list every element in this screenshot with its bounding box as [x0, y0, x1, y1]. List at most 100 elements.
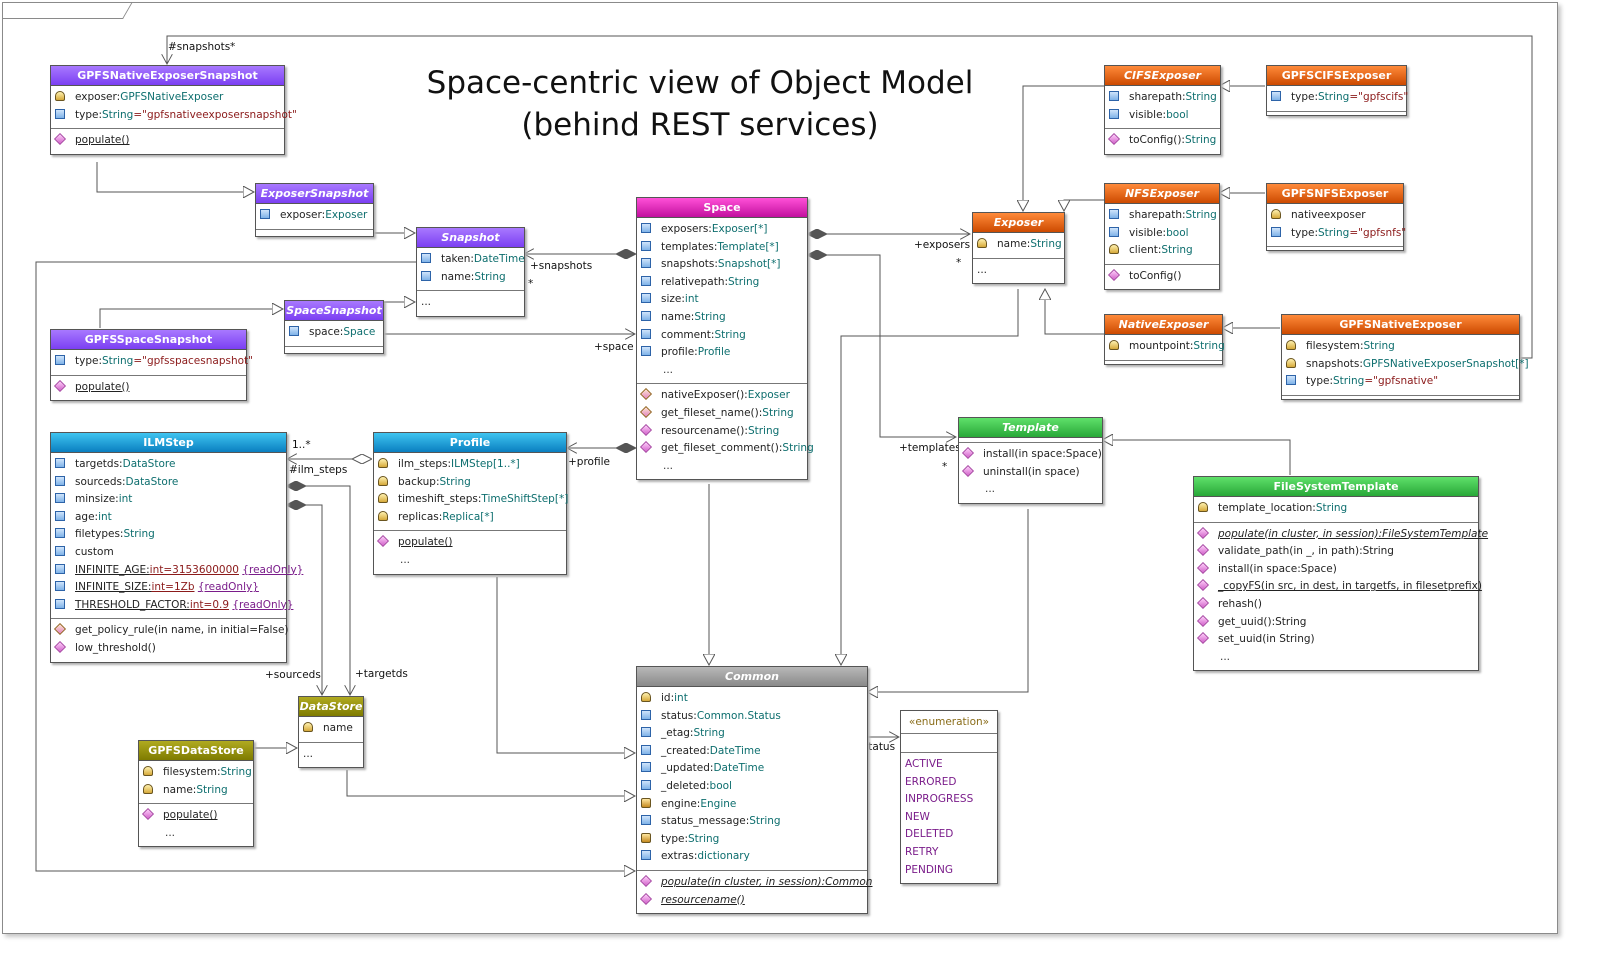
- enum-common-status[interactable]: «enumeration» ACTIVE ERRORED INPROGRESS …: [900, 710, 998, 885]
- attr-row: id:int: [637, 690, 867, 708]
- attribute-icon: [421, 253, 431, 263]
- gen-nfs-exposer: [1064, 199, 1104, 211]
- attr-row: filetypes:String: [51, 526, 286, 544]
- attribute-icon: [1271, 226, 1281, 237]
- attr-row: templates:Template[*]: [637, 239, 807, 257]
- class-common[interactable]: Common id:int status:Common.Status _etag…: [636, 666, 872, 915]
- op-row: set_uuid(in String): [1194, 631, 1478, 649]
- class-gpfsdatastore[interactable]: GPFSDataStore filesystem:String name:Str…: [138, 740, 254, 848]
- attr-row: _etag:String: [637, 725, 867, 743]
- attribute-icon: [55, 545, 65, 556]
- operations: populate(): [51, 129, 284, 154]
- gen-cifs-exposer: [1023, 85, 1104, 211]
- attr-row: status_message:String: [637, 813, 867, 831]
- attributes: type:String="gpfsspacesnapshot": [51, 350, 253, 376]
- key-icon: [1286, 340, 1296, 350]
- label-ilm-role: #ilm_steps: [289, 464, 348, 476]
- title-line-1: Space-centric view of Object Model: [426, 65, 974, 101]
- attr-row: _updated:DateTime: [637, 760, 867, 778]
- class-exposer[interactable]: Exposer name:String ...: [972, 212, 1065, 285]
- operation-icon: [1196, 632, 1210, 645]
- class-gpfsnfsexposer[interactable]: GPFSNFSExposer nativeexposer type:String…: [1266, 183, 1406, 252]
- ellipsis: ...: [663, 459, 674, 472]
- class-header: GPFSNativeExposer: [1282, 315, 1519, 335]
- key-icon: [378, 458, 388, 468]
- attribute-icon: [641, 310, 651, 321]
- class-nfsexposer[interactable]: NFSExposer sharepath:String visible:bool…: [1104, 183, 1220, 291]
- attribute-icon: [641, 258, 651, 269]
- op-row: populate(): [51, 379, 246, 397]
- class-header: Space: [637, 198, 807, 218]
- attribute-icon: [55, 581, 65, 592]
- attr-row: comment:String: [637, 327, 807, 345]
- class-template[interactable]: Template install(in space:Space) uninsta…: [958, 417, 1103, 504]
- operation-icon: [961, 446, 975, 460]
- attr-row: client:String: [1105, 242, 1219, 260]
- class-filesystemtemplate[interactable]: FileSystemTemplate template_location:Str…: [1193, 476, 1488, 672]
- class-header: SpaceSnapshot: [285, 301, 383, 321]
- enum-stereotype: «enumeration»: [908, 716, 990, 728]
- attribute-icon: [1271, 91, 1281, 101]
- attr-row: type:String="gpfscifs": [1267, 89, 1408, 107]
- op-row: populate(in cluster, in session):FileSys…: [1194, 526, 1488, 544]
- enum-literal: NEW: [905, 810, 930, 823]
- class-gpfsnativeexposersnapshot[interactable]: GPFSNativeExposerSnapshot exposer:GPFSNa…: [50, 65, 297, 155]
- attr-row: age:int: [51, 509, 286, 527]
- static-attr-row: THRESHOLD_FACTOR:int=0.9 {readOnly}: [51, 597, 293, 615]
- class-cifsexposer[interactable]: CIFSExposer sharepath:String visible:boo…: [1104, 65, 1221, 155]
- attributes: type:String="gpfscifs": [1267, 86, 1408, 112]
- enum-literal: RETRY: [905, 845, 939, 858]
- enum-literal: INPROGRESS: [905, 793, 974, 806]
- class-space[interactable]: Space exposers:Exposer[*] templates:Temp…: [636, 197, 814, 481]
- attribute-icon: [55, 528, 65, 539]
- ellipsis: ...: [977, 263, 988, 276]
- label-snapshots-role: +snapshots: [530, 260, 593, 272]
- class-header: Common: [637, 667, 867, 687]
- class-datastore[interactable]: DataStore name ...: [298, 696, 364, 769]
- class-nativeexposer[interactable]: NativeExposer mountpoint:String: [1104, 314, 1225, 365]
- operation-icon: [141, 808, 155, 821]
- attr-row: name:String: [637, 309, 807, 327]
- key-icon: [378, 510, 388, 521]
- class-header: ExposerSnapshot: [256, 184, 373, 204]
- operation-icon: [1196, 614, 1210, 627]
- enum-literal: DELETED: [905, 828, 954, 841]
- attr-row: sharepath:String: [1105, 207, 1219, 225]
- attr-row: space:Space: [285, 324, 383, 342]
- attributes: exposer:GPFSNativeExposer type:String="g…: [51, 86, 297, 130]
- class-profile[interactable]: Profile ilm_steps:ILMStep[1..*] backup:S…: [373, 432, 568, 575]
- attributes: filesystem:String snapshots:GPFSNativeEx…: [1282, 335, 1529, 396]
- diagram-title: Space-centric view of Object Model (behi…: [400, 62, 1000, 146]
- op-row: _copyFS(in src, in dest, in targetfs, in…: [1194, 578, 1482, 596]
- operation-icon: [639, 388, 653, 401]
- attribute-icon: [55, 510, 65, 521]
- operation-icon: [1107, 268, 1121, 281]
- label-star: *: [230, 41, 236, 53]
- attr-row: name: [299, 720, 363, 738]
- operation-icon: [639, 892, 653, 905]
- class-ilmstep[interactable]: ILMStep targetds:DataStore sourceds:Data…: [50, 432, 303, 663]
- attribute-icon: [1109, 209, 1119, 219]
- attribute-icon: [55, 458, 65, 468]
- attribute-icon: [641, 762, 651, 773]
- class-gpfsspacesnapshot[interactable]: GPFSSpaceSnapshot type:String="gpfsspace…: [50, 329, 253, 402]
- class-gpfsnativeexposer[interactable]: GPFSNativeExposer filesystem:String snap…: [1281, 314, 1529, 400]
- class-gpfscifsexposer[interactable]: GPFSCIFSExposer type:String="gpfscifs": [1266, 65, 1408, 116]
- class-spacesnapshot[interactable]: SpaceSnapshot space:Space: [284, 300, 384, 354]
- attribute-icon: [55, 355, 65, 365]
- op-row: uninstall(in space): [959, 464, 1102, 482]
- attributes: targetds:DataStore sourceds:DataStore mi…: [51, 453, 303, 620]
- attr-row: backup:String: [374, 474, 566, 492]
- class-exposersnapshot[interactable]: ExposerSnapshot exposer:Exposer: [255, 183, 374, 237]
- assoc-gpfsnative-snapshots: [167, 35, 1533, 359]
- operation-icon: [639, 423, 653, 436]
- operations: [256, 230, 373, 236]
- attribute-icon: [641, 328, 651, 339]
- label-profile-role: +profile: [568, 456, 610, 468]
- class-snapshot[interactable]: Snapshot taken:DateTime name:String ...: [416, 227, 525, 317]
- label-star: *: [956, 257, 962, 269]
- label-templates-role: +templates: [899, 442, 961, 454]
- attr-row: extras:dictionary: [637, 848, 867, 866]
- class-header: GPFSDataStore: [139, 741, 253, 761]
